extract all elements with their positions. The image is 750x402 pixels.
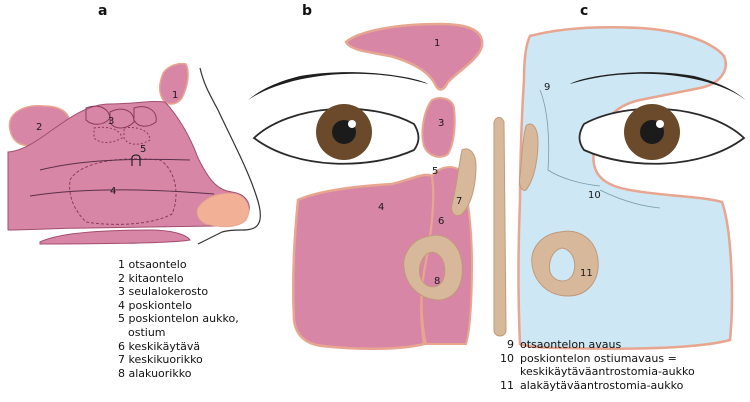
left-eyebrow [248, 72, 428, 100]
label-c-10: 10 [588, 190, 601, 201]
right-eyebrow [570, 72, 746, 100]
label-b-5: 5 [432, 166, 438, 177]
inferior-turbinate-shape [403, 234, 463, 301]
label-a-3: 3 [108, 116, 114, 127]
label-c-9: 9 [544, 82, 550, 93]
label-b-6: 6 [438, 216, 444, 227]
sinus-c-inner-line-2 [599, 189, 661, 209]
middle-turbinate-c-shape [519, 123, 539, 191]
label-b-8: 8 [434, 276, 440, 287]
legend-c-text: keskikäytäväantrostomia-aukko [520, 365, 695, 379]
turbinate-line-inferior [29, 189, 215, 197]
legend-c-text: otsaontelon avaus [520, 338, 622, 351]
label-a-5: 5 [140, 144, 146, 155]
sinus-c-inner-line [539, 89, 601, 187]
nasal-cavity-shape [7, 100, 250, 231]
panel-letter-b: b [302, 3, 312, 19]
inferior-turbinate-c-shape [531, 230, 599, 297]
legend-a-item: 2 kitaontelo [118, 271, 184, 285]
ostium-marker [131, 154, 141, 166]
label-c-11: 11 [580, 268, 593, 279]
legend-a-item: 7 keskikuorikko [118, 353, 203, 367]
legend-c-text: alakäytäväantrostomia-aukko [520, 378, 684, 392]
label-a-2: 2 [36, 122, 42, 133]
label-b-1: 1 [434, 38, 440, 49]
nasal-septum-shape [493, 117, 507, 337]
legend-c-item: 9 otsaontelon avaus [498, 338, 695, 352]
legend-a-item: 3 seulalokerosto [118, 285, 209, 299]
label-a-4: 4 [110, 186, 116, 197]
left-eye-highlight [348, 120, 356, 128]
frontal-sinus-b-shape [344, 22, 484, 91]
label-b-7: 7 [456, 196, 462, 207]
right-eye-highlight [656, 120, 664, 128]
middle-turbinate-shape [451, 148, 477, 217]
legend-c-number: 10 [500, 351, 514, 365]
legend-a-item: 1 otsaontelo [118, 258, 187, 271]
legend-c-item: 10 poskiontelon ostiumavaus = [498, 352, 695, 366]
nose-tip-shape [196, 193, 250, 228]
legend-a-item: 6 keskikäytävä [118, 339, 201, 353]
legend-c-number [498, 365, 514, 379]
legend-a-item: 4 poskiontelo [118, 298, 192, 312]
legend-a-item: 5 poskiontelon aukko, [118, 312, 239, 326]
legend-c: 9 otsaontelon avaus 10 poskiontelon ostium… [498, 338, 695, 392]
left-eye [248, 72, 428, 165]
label-b-4: 4 [378, 202, 384, 213]
legend-c-number: 9 [507, 338, 514, 351]
face-profile-line [197, 67, 261, 245]
panel-letter-c: c [580, 3, 588, 19]
legend-c-item: 11 alakäytäväantrostomia-aukko [498, 379, 695, 393]
label-a-1: 1 [172, 90, 178, 101]
sinus-c-blue-shape [517, 26, 734, 350]
legend-a-item: ostium [128, 325, 166, 339]
frontal-sinus-shape [158, 62, 189, 105]
legend-c-number: 11 [500, 378, 514, 392]
right-eye [570, 72, 746, 165]
label-b-3: 3 [438, 118, 444, 129]
legend-c-text: poskiontelon ostiumavaus = [520, 351, 677, 365]
legend-c-item: keskikäytäväantrostomia-aukko [498, 365, 695, 379]
palate-shape [39, 229, 191, 245]
legend-a-item: 8 alakuorikko [118, 366, 192, 380]
legend-a: 1 otsaontelo 2 kitaontelo 3 seulalokeros… [118, 258, 239, 380]
turbinate-line-middle [39, 158, 191, 171]
ethmoid-b-shape [421, 97, 456, 158]
ethmoid-cells [85, 105, 157, 145]
panel-letter-a: a [98, 3, 107, 19]
panel-a-lateral-view: 1 2 3 4 5 [7, 62, 261, 245]
